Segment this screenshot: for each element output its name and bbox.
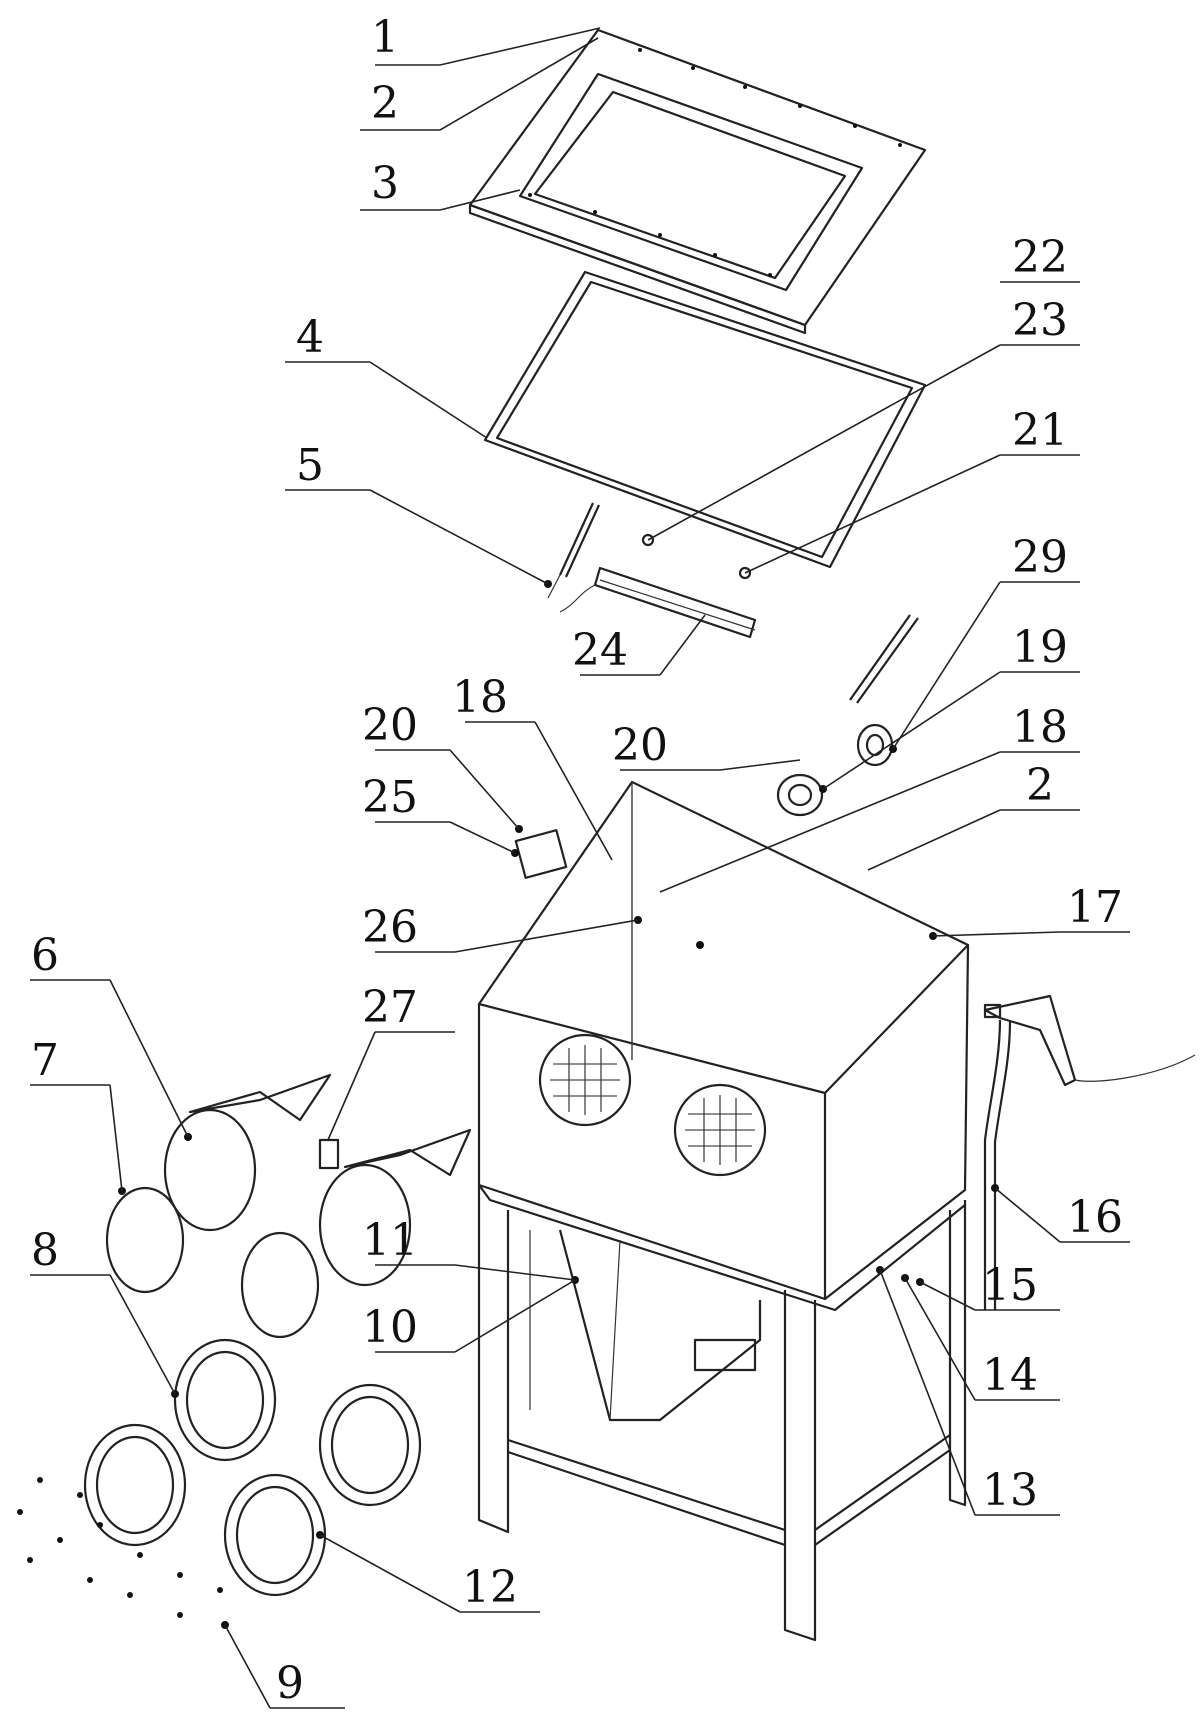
leader-line-3 (439, 189, 521, 211)
callout-label-12: 12 (462, 1562, 518, 1613)
leader-line-23 (647, 344, 1001, 541)
callout-label-2: 2 (1026, 760, 1054, 811)
leader-line-13 (879, 1269, 976, 1516)
leader-lines (30, 27, 1130, 1709)
callout-label-23: 23 (1012, 295, 1068, 346)
callout-label-20: 20 (362, 700, 418, 751)
callout-label-3: 3 (371, 158, 399, 209)
callout-label-10: 10 (362, 1302, 418, 1353)
callout-label-11: 11 (362, 1215, 418, 1266)
leader-line-24 (659, 614, 706, 676)
window-gasket (483, 270, 927, 569)
leader-line-15 (919, 1281, 976, 1311)
stand-legs (477, 1185, 967, 1642)
leader-line-18 (659, 751, 1001, 893)
callout-label-6: 6 (31, 930, 59, 981)
leader-line-17 (932, 931, 1061, 937)
leader-line-16 (994, 1187, 1061, 1243)
small-parts-upper (641, 533, 919, 817)
callout-label-16: 16 (1067, 1192, 1123, 1243)
callout-label-29: 29 (1012, 532, 1068, 583)
callout-label-14: 14 (982, 1350, 1038, 1401)
leader-line-6 (109, 979, 189, 1138)
callout-label-27: 27 (362, 982, 418, 1033)
gloves-6 (163, 1073, 472, 1287)
callout-label-8: 8 (31, 1225, 59, 1276)
leader-line-9 (224, 1624, 271, 1709)
callout-label-1: 1 (371, 12, 399, 63)
light-24 (559, 566, 757, 639)
leader-line-8 (109, 1274, 176, 1395)
leader-line-4 (369, 361, 488, 439)
callout-label-9: 9 (276, 1658, 304, 1709)
callout-label-2: 2 (371, 78, 399, 129)
callout-label-18: 18 (452, 672, 508, 723)
callout-label-17: 17 (1067, 882, 1123, 933)
window-mesh-right (685, 1095, 755, 1165)
hopper (558, 1229, 762, 1422)
callout-label-26: 26 (362, 902, 418, 953)
leader-line-19 (822, 671, 1001, 790)
leader-line-5 (369, 489, 549, 585)
leader-line-10 (454, 1279, 576, 1353)
leader-line-26 (454, 919, 639, 953)
rings-8-12 (83, 1338, 422, 1597)
leader-line-20 (719, 759, 801, 771)
callout-label-5: 5 (296, 440, 324, 491)
leader-line-21 (744, 454, 1001, 574)
callout-label-21: 21 (1012, 405, 1068, 456)
callout-label-19: 19 (1012, 622, 1068, 673)
motor-25 (511, 825, 568, 879)
gas-strut-5 (544, 502, 600, 599)
leader-line-12 (319, 1534, 461, 1613)
callout-label-4: 4 (296, 312, 324, 363)
leader-line-29 (892, 581, 1001, 750)
leader-line-11 (454, 1264, 576, 1281)
leader-line-25 (449, 821, 516, 854)
callout-label-25: 25 (362, 772, 418, 823)
callout-label-15: 15 (982, 1260, 1038, 1311)
spray-gun-17 (983, 994, 1196, 1087)
leader-line-1 (439, 27, 601, 66)
leader-line-7 (109, 1084, 123, 1192)
callout-label-18: 18 (1012, 702, 1068, 753)
leader-line-2 (867, 809, 1001, 871)
lid-frame (468, 28, 927, 335)
window-mesh-left (550, 1045, 620, 1115)
leader-line-27 (327, 1031, 376, 1141)
cabinet (477, 780, 970, 1312)
callout-label-13: 13 (982, 1465, 1038, 1516)
screws-9 (17, 1477, 229, 1629)
leader-line-18 (534, 721, 613, 861)
clamps-7 (105, 1186, 320, 1339)
callout-label-20: 20 (612, 720, 668, 771)
leader-line-14 (904, 1277, 976, 1401)
callout-label-24: 24 (572, 625, 628, 676)
callout-label-22: 22 (1012, 232, 1068, 283)
callout-label-7: 7 (31, 1035, 59, 1086)
leader-line-20 (449, 749, 520, 830)
leader-line-2 (439, 37, 599, 131)
